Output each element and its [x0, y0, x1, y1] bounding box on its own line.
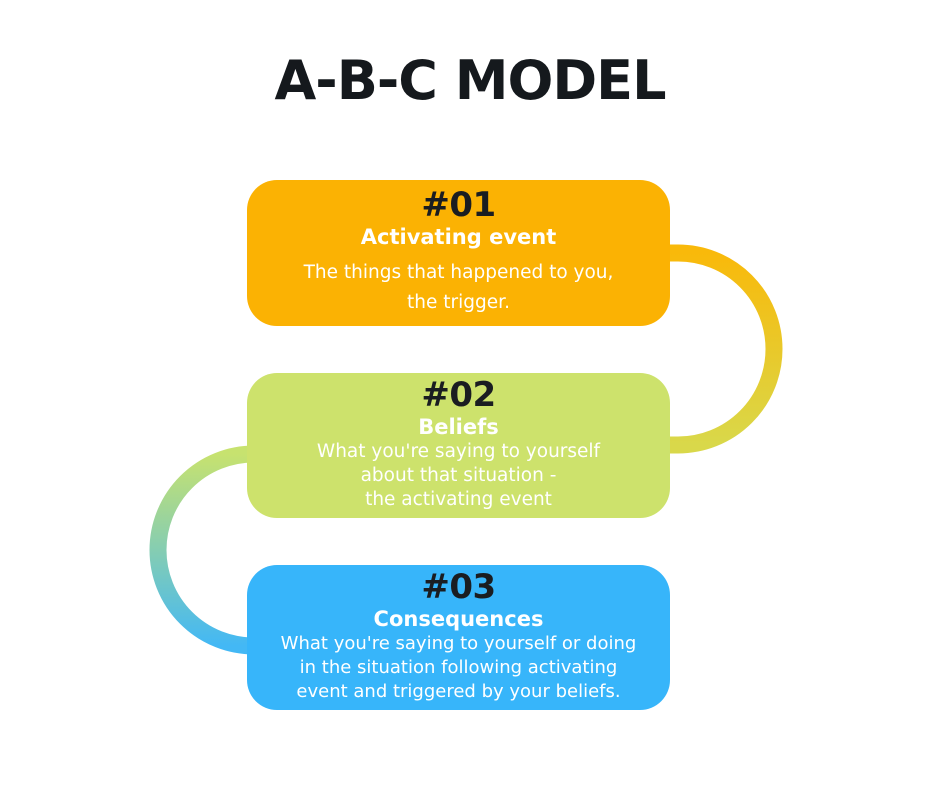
- page-title: A-B-C MODEL: [274, 49, 667, 112]
- step-card-consequences: #03 Consequences What you're saying to y…: [247, 565, 670, 710]
- step-number: #01: [421, 185, 496, 225]
- step-heading: Activating event: [360, 225, 557, 249]
- step-number: #02: [421, 375, 496, 415]
- step-heading: Consequences: [373, 607, 544, 631]
- step-description: What you're saying to yourself about tha…: [316, 441, 601, 510]
- step-card-beliefs: #02 Beliefs What you're saying to yourse…: [247, 373, 670, 518]
- step-description: The things that happened to you, the tri…: [303, 262, 614, 313]
- connector-right-arc: [655, 244, 783, 454]
- step-heading: Beliefs: [418, 415, 499, 439]
- connector-left-arc: [149, 445, 262, 655]
- step-card-activating-event: #01 Activating event The things that hap…: [247, 180, 670, 326]
- step-number: #03: [421, 567, 496, 607]
- step-description: What you're saying to yourself or doing …: [280, 633, 637, 702]
